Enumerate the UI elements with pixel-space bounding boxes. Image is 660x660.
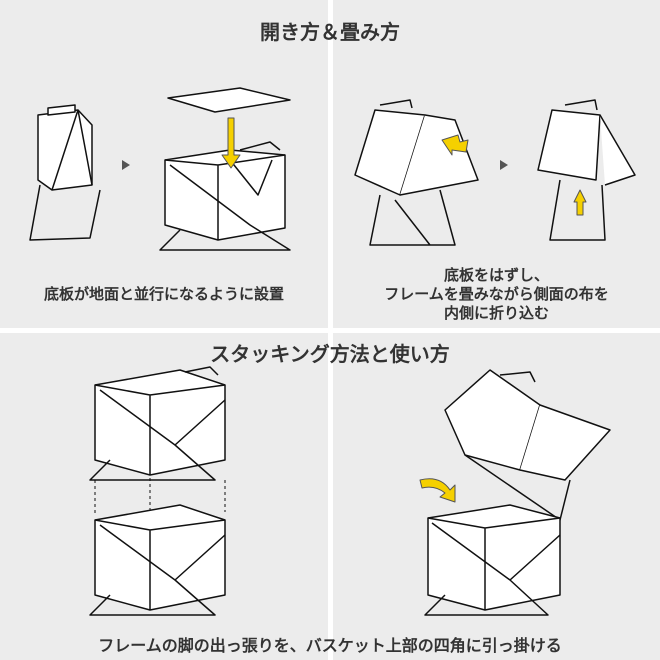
yellow-down-arrow-icon xyxy=(221,117,241,169)
yellow-up-arrow-icon xyxy=(573,189,587,216)
caption-fold: 底板をはずし、 フレームを畳みながら側面の布を 内側に折り込む xyxy=(333,266,660,323)
open-basket-with-board-illustration xyxy=(159,87,291,251)
section-title-open-fold: 開き方＆畳み方 xyxy=(260,20,400,44)
stacked-basket-top xyxy=(89,366,226,481)
section-title-stacking: スタッキング方法と使い方 xyxy=(210,342,450,366)
caption-fold-line: フレームを畳みながら側面の布を xyxy=(384,285,609,303)
folded-basket-illustration xyxy=(29,104,101,241)
caption-fold-line: 底板をはずし、 xyxy=(443,266,549,284)
caption-setup: 底板が地面と並行になるように設置 xyxy=(43,285,284,303)
bottom-basket-illustration xyxy=(424,504,561,616)
step-arrow-icon xyxy=(500,160,508,170)
yellow-left-arrow-icon xyxy=(441,134,469,156)
alignment-dashed-lines xyxy=(94,478,226,520)
step-arrow-icon xyxy=(122,160,130,170)
caption-fold-line: 内側に折り込む xyxy=(443,304,549,322)
tilted-basket-top xyxy=(444,369,611,521)
folding-basket-illustration xyxy=(354,99,479,246)
caption-stacking: フレームの脚の出っ張りを、バスケット上部の四角に引っ掛ける xyxy=(98,636,562,655)
folded-frame-illustration xyxy=(537,99,636,241)
yellow-curved-arrow-icon xyxy=(419,478,456,503)
stacked-basket-bottom xyxy=(89,504,226,616)
